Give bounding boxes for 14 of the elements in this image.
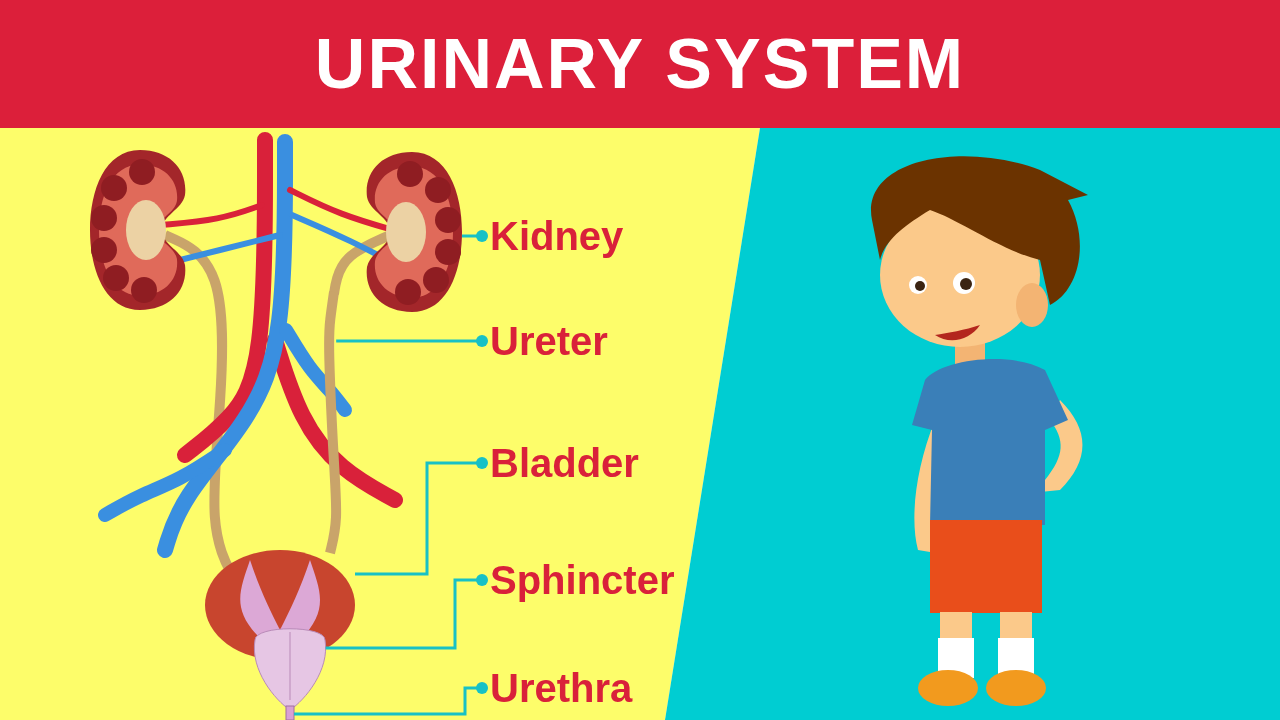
leader-line	[294, 682, 488, 716]
organ-drawing	[366, 152, 462, 312]
organ-drawing	[324, 291, 342, 555]
leader-line	[325, 574, 488, 650]
leader-line	[336, 335, 488, 347]
part-label-text: Urethra	[490, 666, 633, 710]
title: URINARY SYSTEM	[314, 24, 966, 104]
organ-drawing	[285, 705, 295, 720]
leader-line	[355, 457, 488, 576]
part-label-text: Kidney	[490, 214, 624, 258]
part-label-text: Sphincter	[490, 558, 675, 602]
leader-line	[462, 230, 488, 242]
part-label-text: Bladder	[490, 441, 639, 485]
part-label-text: Ureter	[490, 319, 608, 363]
